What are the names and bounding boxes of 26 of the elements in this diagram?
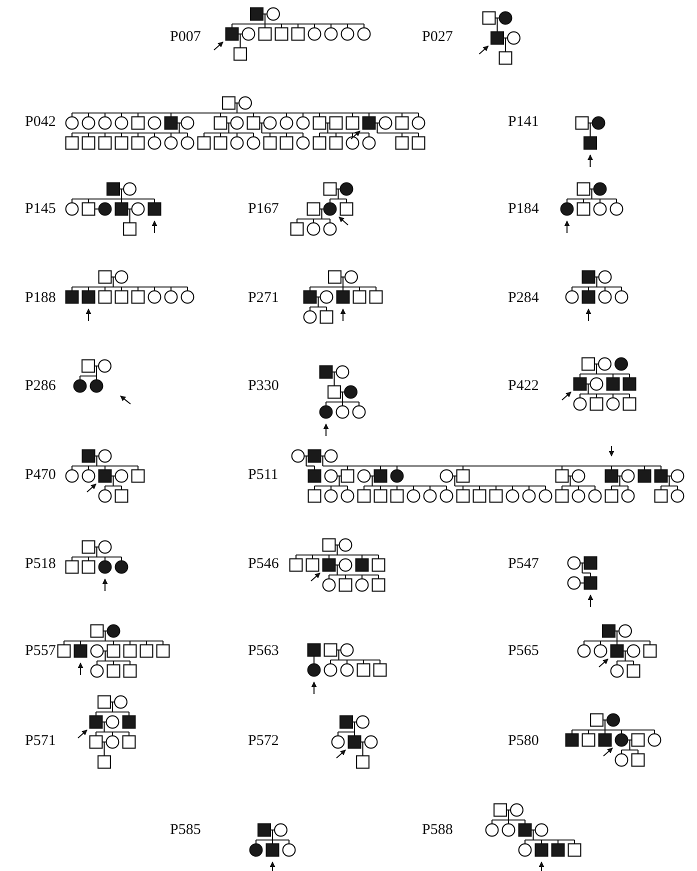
pedigree-id: P422 [508, 378, 539, 395]
pedigree-id: P470 [25, 467, 56, 484]
pedigree-id: P167 [248, 201, 279, 218]
pedigree-id: P565 [508, 643, 539, 660]
pedigree-id: P330 [248, 378, 279, 395]
pedigree-id: P547 [508, 556, 539, 573]
pedigree-id: P585 [170, 822, 201, 839]
pedigree-id: P284 [508, 290, 539, 307]
pedigree-id: P518 [25, 556, 56, 573]
pedigree-id: P571 [25, 733, 56, 750]
pedigree-id: P184 [508, 201, 539, 218]
pedigree-id: P563 [248, 643, 279, 660]
pedigree-id: P145 [25, 201, 56, 218]
pedigree-id: P027 [422, 29, 453, 46]
pedigree-id: P557 [25, 643, 56, 660]
pedigree-id: P188 [25, 290, 56, 307]
pedigree-id: P546 [248, 556, 279, 573]
pedigree-id: P271 [248, 290, 279, 307]
pedigree-id: P286 [25, 378, 56, 395]
pedigree-id: P511 [248, 467, 278, 484]
pedigree-id: P572 [248, 733, 279, 750]
pedigree-id: P042 [25, 114, 56, 131]
pedigree-id: P141 [508, 114, 539, 131]
pedigree-id: P588 [422, 822, 453, 839]
pedigree-id: P007 [170, 29, 201, 46]
pedigree-id: P580 [508, 733, 539, 750]
